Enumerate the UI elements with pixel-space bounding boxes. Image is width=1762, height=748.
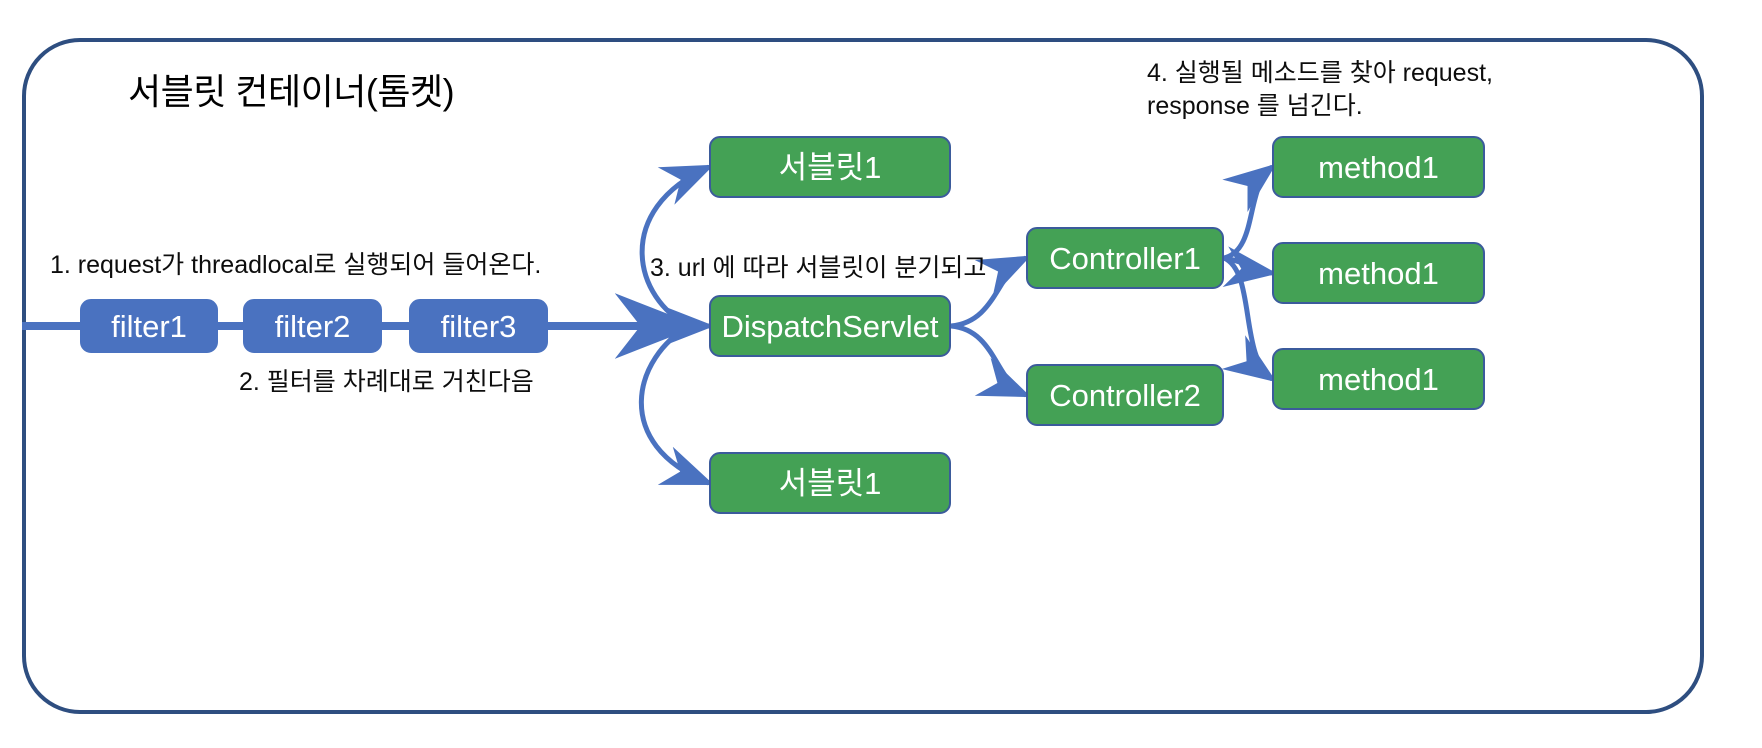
filter-label-3: filter3 xyxy=(440,308,517,344)
filter-box-2[interactable]: filter2 xyxy=(243,299,382,353)
method-label-2: method1 xyxy=(1318,255,1439,291)
annotation-step-2: 2. 필터를 차례대로 거친다음 xyxy=(239,368,534,396)
annotation-step-3: 3. url 에 따라 서블릿이 분기되고 xyxy=(650,254,987,282)
filter-box-3[interactable]: filter3 xyxy=(409,299,548,353)
filter-box-1[interactable]: filter1 xyxy=(80,299,218,353)
method-label-1: method1 xyxy=(1318,149,1439,185)
method-label-3: method1 xyxy=(1318,361,1439,397)
dispatch-servlet-box[interactable]: DispatchServlet xyxy=(709,295,951,357)
method-box-1[interactable]: method1 xyxy=(1272,136,1485,198)
annotation-step-1: 1. request가 threadlocal로 실행되어 들어온다. xyxy=(50,251,542,279)
method-box-3[interactable]: method1 xyxy=(1272,348,1485,410)
dispatch-servlet-label: DispatchServlet xyxy=(721,308,939,344)
annotation-step-4: 4. 실행될 메소드를 찾아 request, response 를 넘긴다. xyxy=(1147,59,1493,120)
method-box-2[interactable]: method1 xyxy=(1272,242,1485,304)
page-title: 서블릿 컨테이너(톰켓) xyxy=(128,71,455,112)
controller-label-2: Controller2 xyxy=(1049,377,1201,413)
controller-box-2[interactable]: Controller2 xyxy=(1026,364,1224,426)
servlet-box-bottom[interactable]: 서블릿1 xyxy=(709,452,951,514)
controller-box-1[interactable]: Controller1 xyxy=(1026,227,1224,289)
filter-label-2: filter2 xyxy=(274,308,351,344)
servlet-label-top: 서블릿1 xyxy=(778,149,882,185)
filter-label-1: filter1 xyxy=(111,308,187,344)
servlet-box-top[interactable]: 서블릿1 xyxy=(709,136,951,198)
servlet-container-frame xyxy=(22,38,1704,714)
servlet-label-bottom: 서블릿1 xyxy=(778,465,882,501)
controller-label-1: Controller1 xyxy=(1049,240,1201,276)
